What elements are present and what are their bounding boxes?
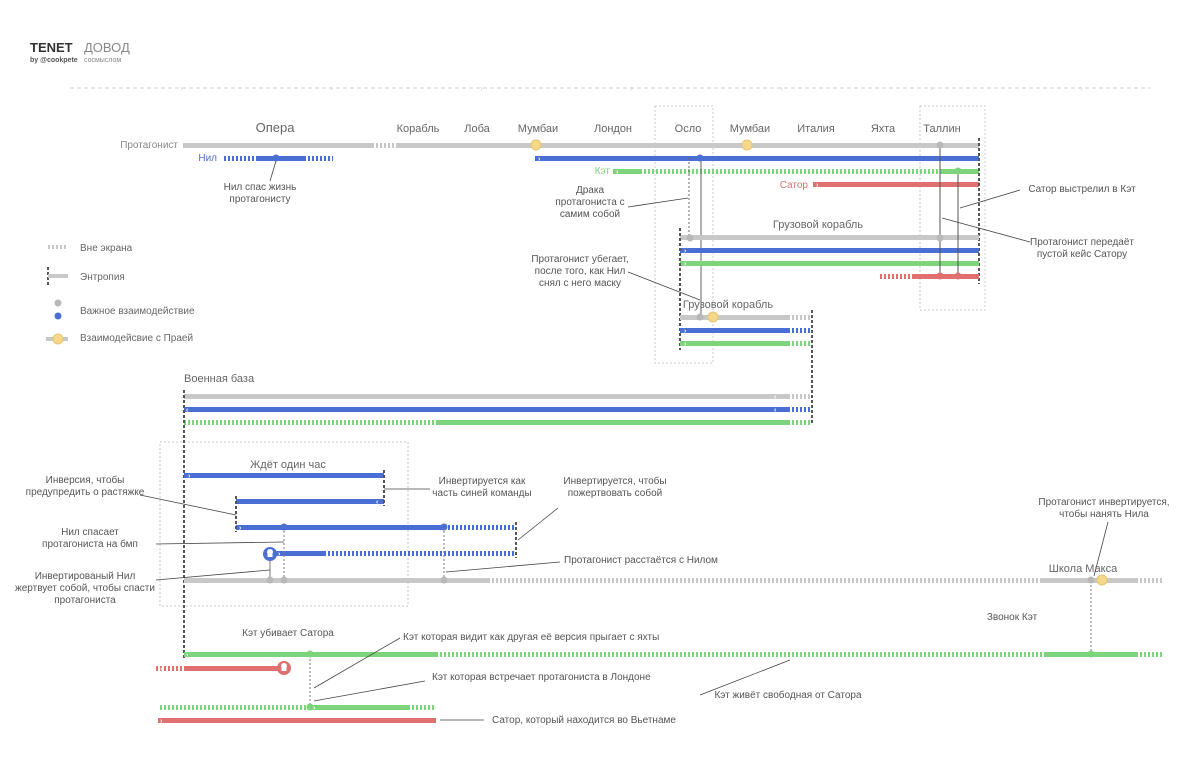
ann-sator-vietnam: Сатор, который находится во Вьетнаме bbox=[492, 715, 676, 726]
legend: Вне экрана Энтропия Важное взаимодействи… bbox=[46, 243, 195, 345]
legend-interaction-swatch bbox=[54, 299, 62, 320]
label-protagonist: Протагонист bbox=[120, 140, 178, 151]
tallinn-box bbox=[919, 105, 986, 311]
svg-text:›: › bbox=[160, 718, 163, 725]
svg-text:›: › bbox=[239, 525, 242, 532]
legend-offscreen-label: Вне экрана bbox=[80, 243, 133, 254]
svg-text:‹: ‹ bbox=[186, 407, 189, 414]
svg-text:›: › bbox=[313, 705, 316, 712]
svg-text:›: › bbox=[684, 341, 687, 348]
direction-arrows: › › › › › › › ‹ ‹ ‹ ‹ › › › › › › › ‹ bbox=[160, 156, 819, 725]
svg-text:›: › bbox=[684, 261, 687, 268]
location-mumbai-2: Мумбаи bbox=[730, 123, 770, 135]
label-cargo-ship: Грузовой корабль bbox=[773, 219, 863, 231]
svg-text:›: › bbox=[480, 84, 483, 93]
cargo-ship-timelines: Грузовой корабль bbox=[680, 219, 979, 279]
label-cargo-ship-2: Грузовой корабль bbox=[683, 299, 773, 311]
svg-text:›: › bbox=[160, 666, 163, 673]
military-base-timelines: Военная база bbox=[184, 373, 812, 425]
location-labels: Опера Корабль Лоба Мумбаи Лондон Осло Му… bbox=[256, 120, 961, 135]
time-arrow-chevrons: › › › › › › › bbox=[180, 84, 1083, 93]
byline: by @cookpete bbox=[30, 57, 78, 64]
interaction-dots bbox=[266, 139, 1108, 711]
location-mumbai-1: Мумбаи bbox=[518, 123, 558, 135]
legend-entropy-swatch bbox=[47, 267, 68, 286]
legend-priya-label: Взаимодейсвие с Праей bbox=[80, 333, 193, 344]
ann-protagonist-inverts: Протагонист инвертируется,чтобы нанять Н… bbox=[1038, 497, 1169, 520]
label-neil: Нил bbox=[198, 153, 217, 164]
label-military-base: Военная база bbox=[184, 373, 255, 385]
svg-text:›: › bbox=[930, 84, 933, 93]
ann-kat-meets: Кэт которая встречает протагониста в Лон… bbox=[432, 672, 651, 683]
svg-text:‹: ‹ bbox=[774, 394, 777, 401]
svg-text:›: › bbox=[278, 551, 281, 558]
ann-sator-shot: Сатор выстрелил в Кэт bbox=[1028, 184, 1136, 195]
label-kat: Кэт bbox=[595, 166, 611, 177]
legend-priya-swatch bbox=[46, 333, 68, 345]
svg-text:›: › bbox=[330, 84, 333, 93]
title: TENET bbox=[30, 40, 73, 55]
svg-text:›: › bbox=[1080, 84, 1083, 93]
skull-icon-sator bbox=[277, 661, 291, 675]
legend-offscreen-swatch bbox=[46, 245, 68, 249]
svg-text:‹: ‹ bbox=[774, 407, 777, 414]
base-subbox bbox=[159, 441, 409, 607]
label-max-school: Школа Макса bbox=[1049, 563, 1118, 575]
svg-text:›: › bbox=[186, 652, 189, 659]
legend-entropy-label: Энтропия bbox=[80, 272, 125, 283]
ann-kat-sees: Кэт которая видит как другая её версия п… bbox=[403, 632, 659, 643]
ann-kat-free: Кэт живёт свободная от Сатора bbox=[714, 689, 861, 701]
title-ru: ДОВОД bbox=[84, 40, 130, 55]
oslo-box bbox=[654, 105, 714, 364]
svg-text:›: › bbox=[188, 473, 191, 480]
location-yacht: Яхта bbox=[871, 123, 896, 135]
label-sator: Сатор bbox=[780, 180, 809, 191]
character-labels: Протагонист Нил Кэт Сатор bbox=[120, 140, 808, 191]
header: TENET ДОВОД by @cookpete сосмыслом bbox=[30, 40, 130, 64]
label-wait-hour: Ждёт один час bbox=[250, 459, 326, 471]
svg-text:›: › bbox=[630, 84, 633, 93]
location-london: Лондон bbox=[594, 123, 632, 135]
location-oslo: Осло bbox=[675, 123, 702, 135]
legend-interaction-label: Важное взаимодействие bbox=[80, 306, 195, 317]
callout-lines bbox=[139, 160, 1109, 721]
svg-text:›: › bbox=[780, 84, 783, 93]
svg-text:›: › bbox=[816, 182, 819, 189]
byline-ru: сосмыслом bbox=[84, 57, 121, 64]
location-lobby: Лоба bbox=[464, 123, 490, 135]
svg-text:›: › bbox=[180, 84, 183, 93]
svg-text:‹: ‹ bbox=[376, 499, 379, 506]
location-ship: Корабль bbox=[397, 123, 440, 135]
ann-parts-with-neil: Протагонист расстаётся с Нилом bbox=[564, 555, 718, 566]
ann-kat-call: Звонок Кэт bbox=[987, 612, 1038, 623]
cargo-ship-2-timelines: Грузовой корабль bbox=[680, 299, 812, 346]
skull-icon-neil bbox=[263, 547, 277, 561]
location-italy: Италия bbox=[797, 123, 835, 135]
ann-kat-kills: Кэт убивает Сатора bbox=[242, 627, 334, 639]
location-tallinn: Таллин bbox=[923, 123, 960, 135]
svg-text:›: › bbox=[538, 156, 541, 163]
svg-text:‹: ‹ bbox=[186, 420, 189, 427]
svg-text:›: › bbox=[684, 328, 687, 335]
svg-text:›: › bbox=[684, 248, 687, 255]
bottom-timelines bbox=[156, 652, 1162, 723]
top-timelines bbox=[183, 143, 979, 187]
svg-text:›: › bbox=[616, 169, 619, 176]
location-opera: Опера bbox=[256, 120, 296, 135]
